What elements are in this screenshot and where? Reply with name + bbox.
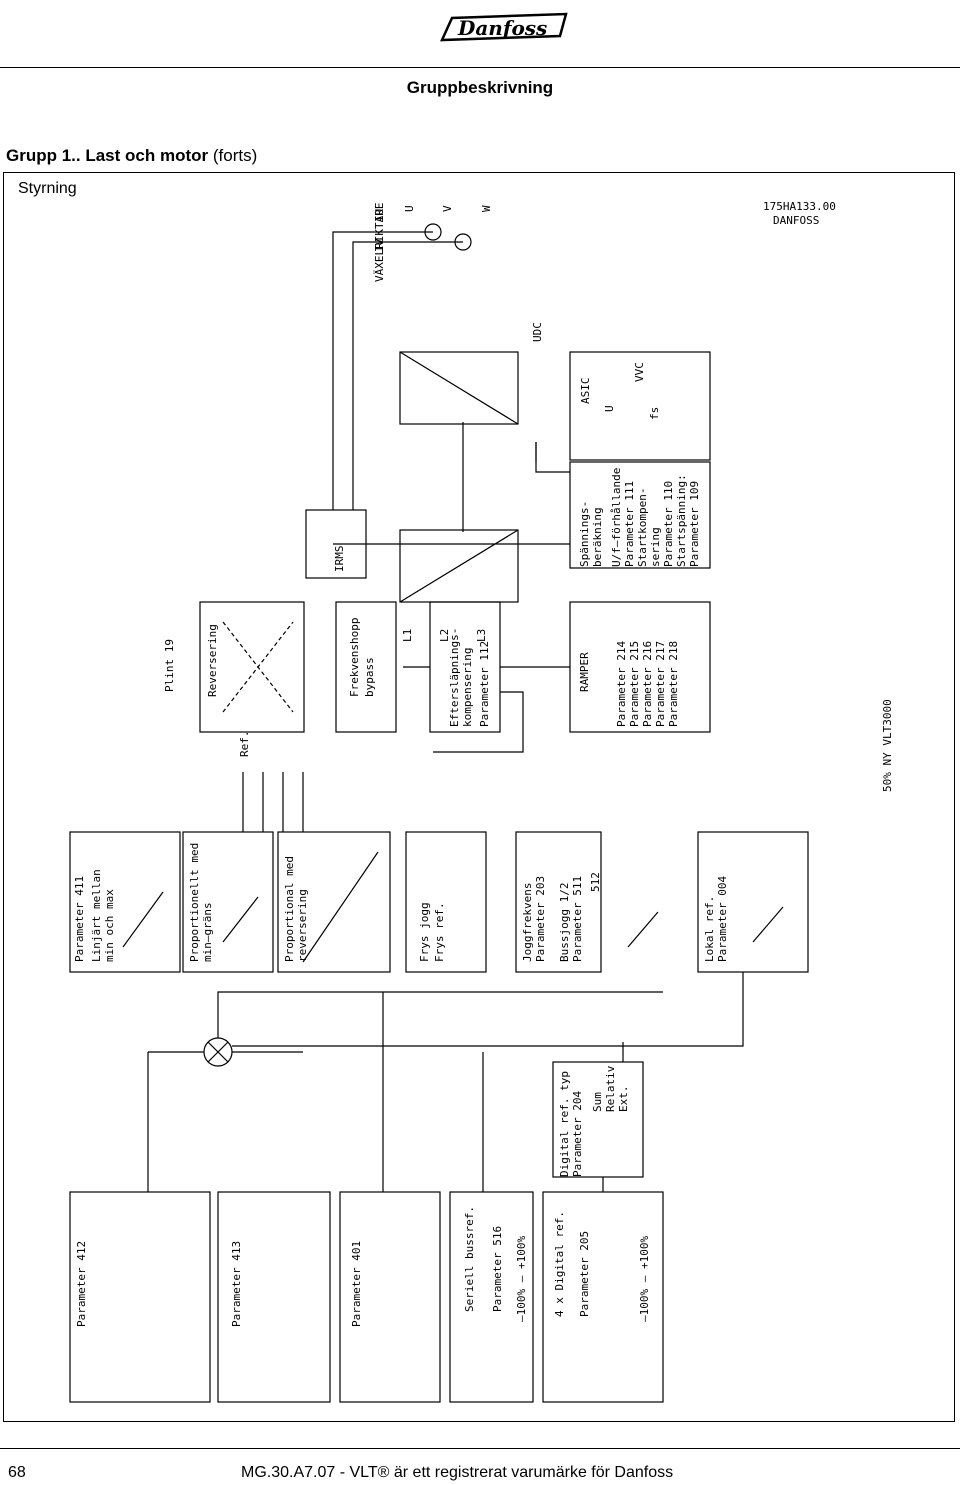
svg-text:Parameter 216: Parameter 216 xyxy=(641,641,654,727)
svg-text:Frys ref.: Frys ref. xyxy=(433,902,446,962)
svg-text:min och max: min och max xyxy=(103,889,116,962)
svg-text:U/f–förhållande: U/f–förhållande xyxy=(610,468,623,567)
svg-text:L3: L3 xyxy=(475,629,488,642)
svg-text:Parameter 004: Parameter 004 xyxy=(716,876,729,962)
svg-text:ASIC: ASIC xyxy=(579,378,592,405)
param413-box xyxy=(217,1191,331,1403)
freq-bypass-box xyxy=(335,601,397,733)
svg-text:V: V xyxy=(441,205,454,212)
svg-text:Parameter 111: Parameter 111 xyxy=(623,481,636,567)
svg-text:U: U xyxy=(603,405,616,412)
svg-text:Danfoss: Danfoss xyxy=(457,16,547,40)
header-rule xyxy=(0,67,960,68)
prop-rev-box xyxy=(277,831,391,973)
frys-box xyxy=(405,831,487,973)
svg-text:4 x Digital ref.: 4 x Digital ref. xyxy=(553,1211,566,1317)
page-title: Gruppbeskrivning xyxy=(406,78,554,97)
footer-rule xyxy=(0,1448,960,1449)
jogg-box xyxy=(515,831,602,973)
svg-text:Relativ: Relativ xyxy=(604,1065,617,1112)
svg-text:Parameter 413: Parameter 413 xyxy=(230,1241,243,1327)
svg-text:Spännings-: Spännings- xyxy=(578,501,591,567)
svg-text:Parameter 204: Parameter 204 xyxy=(571,1091,584,1177)
svg-text:Parameter 110: Parameter 110 xyxy=(662,481,675,567)
svg-text:175HA133.00: 175HA133.00 xyxy=(763,200,836,213)
svg-text:DANFOSS: DANFOSS xyxy=(773,214,819,227)
svg-text:Joggfrekvens: Joggfrekvens xyxy=(521,883,534,962)
svg-text:Frekvenshopp: Frekvenshopp xyxy=(348,618,361,697)
svg-text:Digital ref. typ: Digital ref. typ xyxy=(558,1071,571,1177)
page-number: 68 xyxy=(8,1464,26,1481)
svg-text:Eftersläpnings-: Eftersläpnings- xyxy=(448,628,461,727)
svg-text:–100% – +100%: –100% – +100% xyxy=(638,1236,651,1322)
svg-text:IV: IV xyxy=(373,238,386,252)
svg-text:Parameter 214: Parameter 214 xyxy=(615,641,628,727)
danfoss-logo: Danfoss xyxy=(440,12,568,42)
svg-text:beräkning: beräkning xyxy=(591,507,604,567)
svg-text:reversering: reversering xyxy=(296,889,309,962)
seriell-box xyxy=(449,1191,534,1403)
inverter-box xyxy=(399,351,519,425)
svg-text:Parameter 401: Parameter 401 xyxy=(350,1241,363,1327)
section-title: Grupp 1.. Last och motor (forts) xyxy=(6,146,258,165)
param412-box xyxy=(69,1191,211,1403)
svg-text:Parameter 203: Parameter 203 xyxy=(534,876,547,962)
svg-text:Parameter 215: Parameter 215 xyxy=(628,641,641,727)
digital-type-box xyxy=(552,1061,644,1178)
svg-text:Parameter 218: Parameter 218 xyxy=(667,641,680,727)
svg-text:Parameter 412: Parameter 412 xyxy=(75,1241,88,1327)
svg-text:IRMS: IRMS xyxy=(333,546,346,573)
diagram-frame xyxy=(3,172,955,1422)
svg-text:IU: IU xyxy=(373,209,386,222)
lokal-box xyxy=(697,831,809,973)
svg-text:VVC: VVC xyxy=(633,362,646,382)
svg-text:RAMPER: RAMPER xyxy=(578,652,591,692)
svg-text:Parameter 109: Parameter 109 xyxy=(688,481,701,567)
svg-text:min–gräns: min–gräns xyxy=(201,902,214,962)
svg-text:U: U xyxy=(403,205,416,212)
svg-text:Startspänning:: Startspänning: xyxy=(675,474,688,567)
subsection-title: Styrning xyxy=(18,180,77,197)
svg-text:Ref.: Ref. xyxy=(238,731,251,758)
svg-text:Proportional med: Proportional med xyxy=(283,856,296,962)
svg-text:L1: L1 xyxy=(401,629,414,642)
svg-text:Proportionellt med: Proportionellt med xyxy=(188,843,201,962)
reversering-box xyxy=(199,601,305,733)
svg-text:W: W xyxy=(480,205,493,212)
svg-text:Seriell bussref.: Seriell bussref. xyxy=(463,1206,476,1312)
svg-text:Parameter 516: Parameter 516 xyxy=(491,1226,504,1312)
prop-min-box xyxy=(182,831,274,973)
svg-text:VÄXELRIKTARE: VÄXELRIKTARE xyxy=(373,203,386,282)
svg-text:sering: sering xyxy=(649,527,662,567)
svg-text:Frys jogg: Frys jogg xyxy=(418,902,431,962)
svg-text:kompensering: kompensering xyxy=(461,648,474,727)
svg-text:Startkompen-: Startkompen- xyxy=(636,488,649,567)
param411-box xyxy=(69,831,181,973)
svg-text:512: 512 xyxy=(589,872,602,892)
svg-text:–100% – +100%: –100% – +100% xyxy=(515,1236,528,1322)
svg-text:Reversering: Reversering xyxy=(206,624,219,697)
svg-text:Sum: Sum xyxy=(591,1092,604,1112)
svg-text:Lokal ref.: Lokal ref. xyxy=(703,896,716,962)
param401-box xyxy=(339,1191,441,1403)
svg-text:fs: fs xyxy=(648,407,661,420)
svg-text:bypass: bypass xyxy=(363,657,376,697)
svg-text:Bussjogg 1/2: Bussjogg 1/2 xyxy=(558,883,571,962)
svg-text:Parameter 112: Parameter 112 xyxy=(478,641,491,727)
svg-text:Ext.: Ext. xyxy=(617,1086,630,1113)
svg-text:UDC: UDC xyxy=(531,322,544,342)
svg-text:Parameter 217: Parameter 217 xyxy=(654,641,667,727)
svg-text:L2: L2 xyxy=(438,629,451,642)
svg-text:Parameter 205: Parameter 205 xyxy=(578,1231,591,1317)
svg-text:Parameter 511: Parameter 511 xyxy=(571,876,584,962)
footer-text: MG.30.A7.07 - VLT® är ett registrerat va… xyxy=(241,1464,674,1481)
svg-text:Plint 19: Plint 19 xyxy=(163,639,176,692)
control-block-diagram: 175HA133.00 DANFOSS VÄXELRIKTARE L1 L2 L… xyxy=(69,200,894,1403)
voltage-calc-box xyxy=(569,461,711,569)
asic-box xyxy=(569,351,711,461)
svg-text:Parameter 411: Parameter 411 xyxy=(73,876,86,962)
svg-text:50% NY VLT3000: 50% NY VLT3000 xyxy=(881,699,894,792)
svg-text:Linjärt mellan: Linjärt mellan xyxy=(90,869,103,962)
